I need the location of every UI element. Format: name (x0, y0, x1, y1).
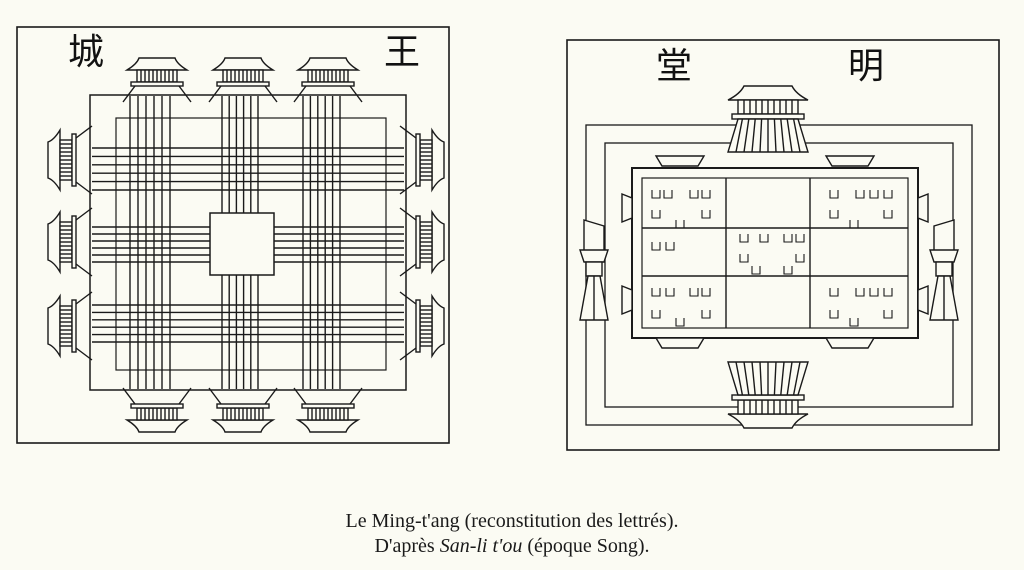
left-frame (16, 26, 450, 444)
gate-pavilion (727, 361, 809, 429)
right-hall-grid (641, 177, 909, 329)
wang-cheng-plan: 城 王 (16, 26, 450, 444)
gate-pavilion (727, 85, 809, 153)
door-mark (883, 210, 893, 219)
gate-pavilion (293, 57, 363, 103)
door-mark (739, 234, 749, 243)
door-mark (675, 220, 685, 229)
door-mark (663, 190, 673, 199)
gate-pavilion (399, 207, 445, 277)
door-mark (849, 318, 859, 327)
gate-pavilion (47, 291, 93, 361)
door-mark (701, 310, 711, 319)
door-mark (883, 310, 893, 319)
ming-tang-plan: 堂 明 (566, 39, 1000, 451)
gate-pavilion (293, 387, 363, 433)
gate-pavilion (399, 125, 445, 195)
door-mark (665, 242, 675, 251)
platform-step (824, 155, 876, 167)
door-mark (651, 210, 661, 219)
door-mark (651, 190, 661, 199)
caption-prefix: D'après (374, 535, 440, 557)
door-mark (651, 288, 661, 297)
door-mark (829, 288, 839, 297)
gate-pavilion (208, 387, 278, 433)
door-mark (701, 288, 711, 297)
right-side-towers (579, 219, 959, 321)
left-char-wang: 王 (384, 32, 420, 73)
right-char-tang: 堂 (656, 46, 692, 87)
door-mark (665, 288, 675, 297)
door-mark (829, 190, 839, 199)
left-gate-pavilions (47, 57, 445, 433)
platform-step (824, 337, 876, 349)
door-mark (701, 210, 711, 219)
right-frame (566, 39, 1000, 451)
door-mark (675, 318, 685, 327)
door-mark (855, 288, 865, 297)
caption-line-2: D'après San-li t'ou (époque Song). (0, 535, 1024, 557)
platform-step (917, 192, 929, 224)
door-mark (795, 254, 805, 263)
door-mark (829, 210, 839, 219)
door-mark (651, 242, 661, 251)
right-platform (631, 167, 919, 339)
door-mark (829, 310, 839, 319)
door-mark (783, 266, 793, 275)
platform-step (621, 192, 633, 224)
gate-pavilion (208, 57, 278, 103)
door-mark (739, 254, 749, 263)
door-mark (689, 190, 699, 199)
side-tower (579, 219, 609, 321)
door-mark (701, 190, 711, 199)
side-tower (929, 219, 959, 321)
door-mark (869, 190, 879, 199)
left-outer-wall (89, 94, 407, 391)
caption-line-1: Le Ming-t'ang (reconstitution des lettré… (345, 510, 679, 532)
left-char-cheng: 城 (68, 32, 104, 73)
door-mark (883, 288, 893, 297)
gate-pavilion (47, 125, 93, 195)
door-mark (849, 220, 859, 229)
door-mark (783, 234, 793, 243)
right-room-doors (651, 190, 893, 327)
gate-pavilion (122, 387, 192, 433)
right-char-ming: 明 (848, 46, 884, 87)
door-mark (689, 288, 699, 297)
door-mark (759, 234, 769, 243)
platform-step (654, 337, 706, 349)
door-mark (855, 190, 865, 199)
left-central-hall (209, 212, 275, 276)
gate-pavilion (399, 291, 445, 361)
platform-step (621, 284, 633, 316)
caption-suffix: (époque Song). (522, 535, 650, 557)
door-mark (651, 310, 661, 319)
gate-pavilion (47, 207, 93, 277)
door-mark (883, 190, 893, 199)
gate-pavilion (122, 57, 192, 103)
right-gate-pavilions (727, 85, 809, 429)
door-mark (751, 266, 761, 275)
caption-source-title: San-li t'ou (439, 535, 523, 557)
platform-step (654, 155, 706, 167)
door-mark (795, 234, 805, 243)
platform-step (917, 284, 929, 316)
right-platform-steps (621, 155, 929, 349)
door-mark (869, 288, 879, 297)
